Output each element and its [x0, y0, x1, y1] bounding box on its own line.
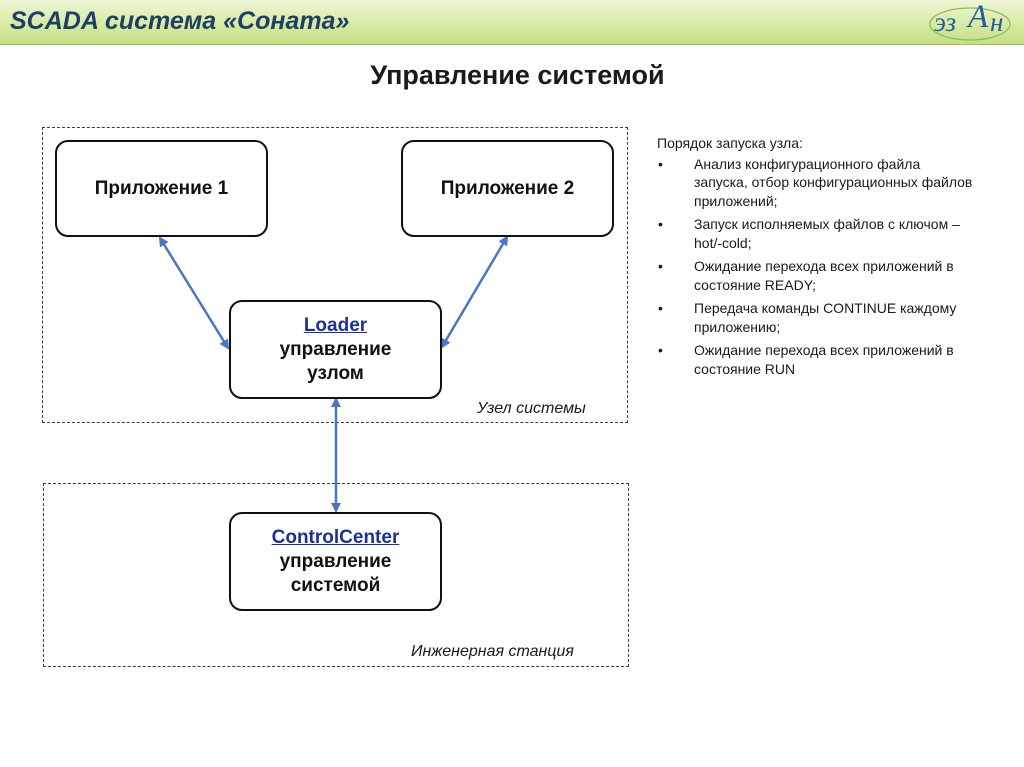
- procedure-list: Анализ конфигурационного файла запуска, …: [657, 155, 977, 379]
- ezan-logo-icon: эз А н: [929, 0, 1011, 41]
- app1-node: Приложение 1: [55, 140, 268, 237]
- app1-label: Приложение 1: [94, 177, 229, 199]
- procedure-step: Ожидание перехода всех приложений в сост…: [657, 257, 977, 294]
- header-bar: SCADA система «Соната» эз А н: [0, 0, 1024, 45]
- svg-text:эз: эз: [934, 7, 956, 37]
- startup-procedure: Порядок запуска узла: Анализ конфигураци…: [657, 134, 977, 383]
- procedure-heading: Порядок запуска узла:: [657, 135, 803, 151]
- procedure-step: Передача команды CONTINUE каждому прилож…: [657, 299, 977, 336]
- engineering-station-zone-label: Инженерная станция: [411, 643, 574, 660]
- control-center-line2: системой: [290, 574, 381, 596]
- procedure-step: Ожидание перехода всех приложений в сост…: [657, 341, 977, 378]
- control-center-node: ControlCenter управление системой: [229, 512, 442, 611]
- header-title: SCADA система «Соната»: [10, 7, 350, 35]
- app2-label: Приложение 2: [440, 177, 575, 199]
- svg-text:н: н: [990, 7, 1003, 37]
- procedure-step: Запуск исполняемых файлов с ключом –hot/…: [657, 215, 977, 252]
- svg-text:А: А: [966, 0, 989, 35]
- app2-node: Приложение 2: [401, 140, 614, 237]
- loader-link[interactable]: Loader: [303, 314, 368, 336]
- procedure-step: Анализ конфигурационного файла запуска, …: [657, 155, 977, 211]
- system-node-zone-label: Узел системы: [477, 400, 586, 417]
- arrow-app1-loader: [158, 236, 230, 350]
- loader-line1: управление: [279, 338, 392, 360]
- arrow-app2-loader: [440, 235, 509, 349]
- loader-node: Loader управление узлом: [229, 300, 442, 399]
- control-center-link[interactable]: ControlCenter: [271, 526, 400, 548]
- loader-line2: узлом: [307, 362, 364, 384]
- page-title: Управление системой: [370, 60, 665, 90]
- control-center-line1: управление: [279, 550, 392, 572]
